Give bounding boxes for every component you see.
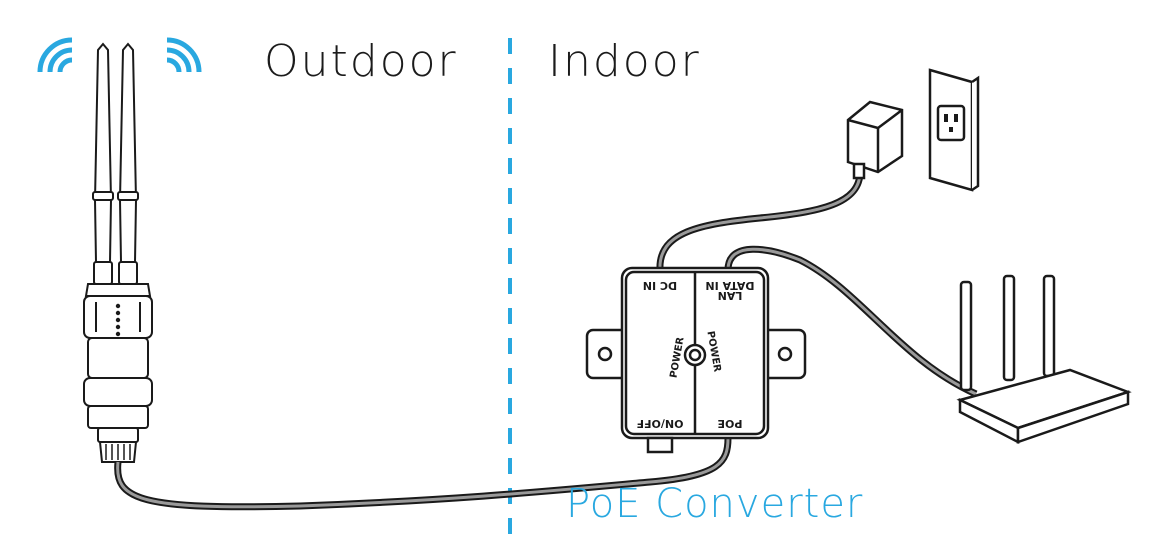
outdoor-zone-label: Outdoor	[264, 36, 458, 87]
port-data-in-label: DATA IN	[705, 279, 754, 292]
port-lan-label: LAN	[718, 289, 743, 302]
switch-label: ON/OFF	[637, 417, 684, 430]
indoor-zone-label: Indoor	[548, 36, 701, 87]
power-cable	[656, 171, 864, 271]
power-adapter-icon	[846, 100, 904, 180]
port-dc-in-label: DC IN	[643, 279, 677, 292]
poe-converter-icon	[585, 266, 807, 454]
wifi-left-icon	[37, 37, 73, 73]
wall-outlet-icon	[928, 68, 980, 192]
outdoor-antenna-icon	[83, 42, 153, 463]
poe-converter-caption: PoE Converter	[566, 481, 864, 527]
port-poe-label: POE	[718, 417, 743, 430]
wifi-router-icon	[956, 274, 1132, 445]
wifi-right-icon	[166, 37, 202, 73]
